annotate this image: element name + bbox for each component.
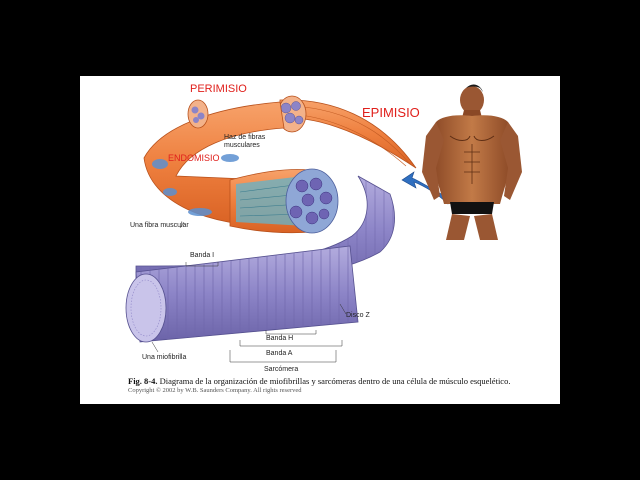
sarcomera-bracket: [229, 350, 337, 363]
disco-z-label: Disco Z: [346, 312, 370, 319]
haz-fibras-line2: musculares: [224, 141, 260, 149]
una-miofibrilla-label: Una miofibrilla: [142, 354, 187, 361]
una-fibra-label: Una fibra muscular: [130, 222, 189, 229]
perimisio-label: PERIMISIO: [190, 83, 247, 95]
diagram-slide: PERIMISIO EPIMISIO ENDOMISIO Haz de fibr…: [80, 76, 560, 404]
figure-caption: Fig. 8-4. Diagrama de la organización de…: [128, 376, 556, 386]
myofibril-end: [125, 273, 167, 343]
bodybuilder-figure: [422, 84, 522, 240]
banda-a-label: Banda A: [266, 350, 293, 357]
banda-i-label: Banda I: [190, 252, 215, 259]
banda-h-label: Banda H: [266, 335, 294, 342]
haz-fibras-label: Haz de fibras musculares: [224, 134, 265, 149]
figure-caption-text: Diagrama de la organización de miofibril…: [157, 376, 511, 386]
haz-fibras-line1: Haz de fibras: [224, 134, 266, 141]
una-fibra-leader: [179, 221, 185, 229]
disco-z-leader: [339, 303, 347, 315]
banda-h-bracket: [265, 330, 317, 335]
endomisio-label: ENDOMISIO: [168, 153, 220, 163]
figure-number: Fig. 8-4.: [128, 376, 158, 386]
copyright-notice: Copyright © 2002 by W.B. Saunders Compan…: [128, 387, 302, 394]
muscle-organization-illustration: [125, 84, 522, 363]
sarcomera-label: Sarcómera: [264, 366, 299, 373]
fascicle-cross-section: [187, 99, 209, 129]
banda-a-bracket: [239, 340, 343, 347]
banda-i-bracket: [185, 262, 219, 267]
epimisio-label: EPIMISIO: [362, 105, 420, 120]
miofibrilla-leader: [151, 341, 159, 353]
